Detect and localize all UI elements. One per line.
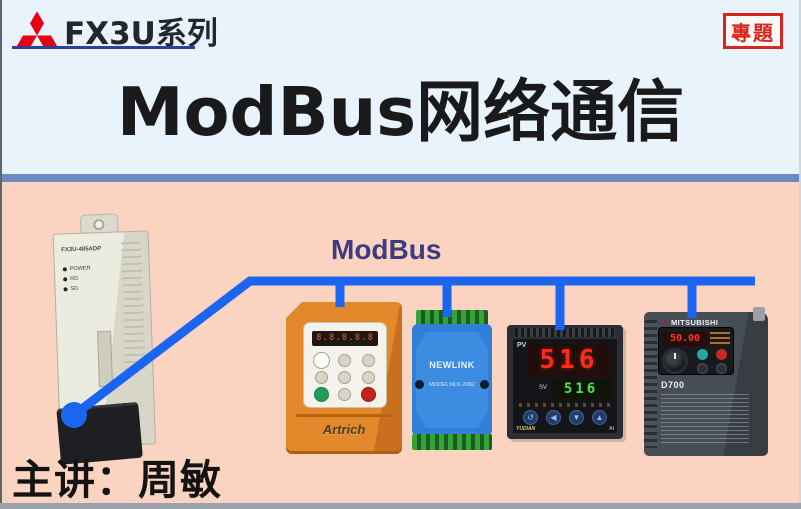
vfd-key — [338, 354, 352, 368]
controller-series-label: AI — [609, 426, 614, 432]
vfd-key — [338, 387, 352, 401]
topic-stamp: 專題 — [723, 13, 783, 49]
plc-led-sd: SD — [63, 285, 91, 292]
page-title: ModBus网络通信 — [116, 73, 685, 151]
led-dot-icon — [63, 277, 68, 282]
gateway-brand-label: NEWLINK — [429, 360, 475, 370]
plc-led-block: POWER RD SD — [62, 265, 92, 292]
inverter-model-label: D700 — [661, 380, 685, 390]
brand-underline — [12, 46, 195, 49]
plc-led-label: RD — [70, 275, 79, 283]
gateway-model-label: MODEL:NLK-2082 — [429, 382, 475, 388]
controller-sv-label: SV — [539, 385, 548, 391]
plc-vent-slots — [120, 241, 146, 373]
inverter-header: ▲ MITSUBISHI — [662, 318, 762, 327]
plc-led-power: POWER — [62, 265, 91, 273]
inverter-control-panel: 50.00 — [658, 327, 734, 375]
vfd-keypad-panel: 8.8.8.8.8 — [303, 322, 387, 408]
vfd-stop-key — [360, 386, 376, 402]
controller-pv-label: PV — [517, 342, 527, 349]
frame-edge-right — [799, 0, 801, 509]
vfd-key-grid — [310, 351, 380, 403]
device-vfd: 8.8.8.8.8 Artrich — [286, 302, 402, 454]
gateway-body: NEWLINK MODEL:NLK-2082 — [412, 324, 492, 436]
controller-brand-label: YUDIAN — [516, 426, 536, 432]
led-dot-icon — [62, 267, 67, 272]
vfd-key — [315, 371, 329, 385]
controller-face: PV 516 SV 516 ↺ ◀ ▼ ▲ YUDIAN AI — [513, 339, 617, 433]
inverter-dial-knob — [662, 348, 688, 374]
controller-key-row: ↺ ◀ ▼ ▲ — [517, 410, 613, 425]
inverter-set-key — [715, 363, 727, 374]
controller-left-key-icon: ◀ — [546, 410, 561, 425]
device-inverter: ▲ MITSUBISHI 50.00 D700 — [644, 307, 768, 456]
inverter-pu-key — [697, 349, 709, 360]
inverter-clamp — [753, 307, 765, 321]
inverter-warning-text — [661, 394, 749, 444]
screw-icon — [480, 380, 489, 389]
inverter-brand-label: MITSUBISHI — [670, 318, 719, 327]
plc-led-label: SD — [70, 285, 79, 293]
vfd-key — [361, 354, 375, 368]
plc-body: FX3U-485ADP POWER RD SD — [52, 230, 157, 465]
vfd-key — [338, 371, 352, 385]
inverter-heatsink-fins — [644, 320, 657, 448]
device-gateway-module: NEWLINK MODEL:NLK-2082 — [412, 310, 492, 450]
vfd-brand-label: Artrich — [322, 422, 366, 437]
inverter-display: 50.00 — [663, 332, 707, 346]
gateway-terminal-strip-bottom — [412, 434, 492, 450]
plc-mounting-hole — [93, 218, 105, 231]
controller-up-key-icon: ▲ — [592, 410, 607, 425]
vfd-key — [361, 371, 375, 385]
controller-pv-display: 516 — [527, 344, 611, 377]
inverter-stop-key — [715, 349, 727, 360]
device-temp-controller: PV 516 SV 516 ↺ ◀ ▼ ▲ YUDIAN AI — [507, 325, 623, 439]
vfd-display: 8.8.8.8.8 — [312, 331, 378, 346]
led-dot-icon — [63, 287, 68, 292]
controller-vents — [515, 328, 615, 337]
controller-indicator-row — [519, 403, 611, 407]
inverter-key-grid — [695, 349, 729, 374]
vfd-groove — [296, 414, 392, 417]
plc-connector-slot — [97, 330, 113, 388]
vfd-run-key — [314, 386, 330, 402]
controller-down-key-icon: ▼ — [569, 410, 584, 425]
bus-label: ModBus — [331, 234, 442, 265]
inverter-indicator-lamps — [710, 332, 730, 346]
plc-led-label: POWER — [69, 265, 91, 273]
lecturer-caption: 主讲：周敏 — [12, 456, 222, 504]
plc-model-label: FX3U-485ADP — [61, 246, 102, 254]
mitsubishi-logo-icon — [16, 11, 58, 48]
device-plc-adapter: FX3U-485ADP POWER RD SD — [52, 212, 157, 465]
plc-led-rd: RD — [63, 275, 91, 282]
title-divider — [0, 174, 801, 182]
inverter-mode-key — [697, 363, 709, 374]
frame-edge-bottom — [0, 503, 801, 509]
vfd-key — [313, 352, 331, 370]
gateway-face: NEWLINK MODEL:NLK-2082 — [416, 332, 488, 428]
controller-loop-key-icon: ↺ — [523, 410, 538, 425]
screw-icon — [415, 380, 424, 389]
controller-sv-display: 516 — [551, 380, 611, 399]
mitsubishi-logo-icon: ▲ — [662, 319, 668, 326]
frame-edge-left — [0, 0, 2, 509]
